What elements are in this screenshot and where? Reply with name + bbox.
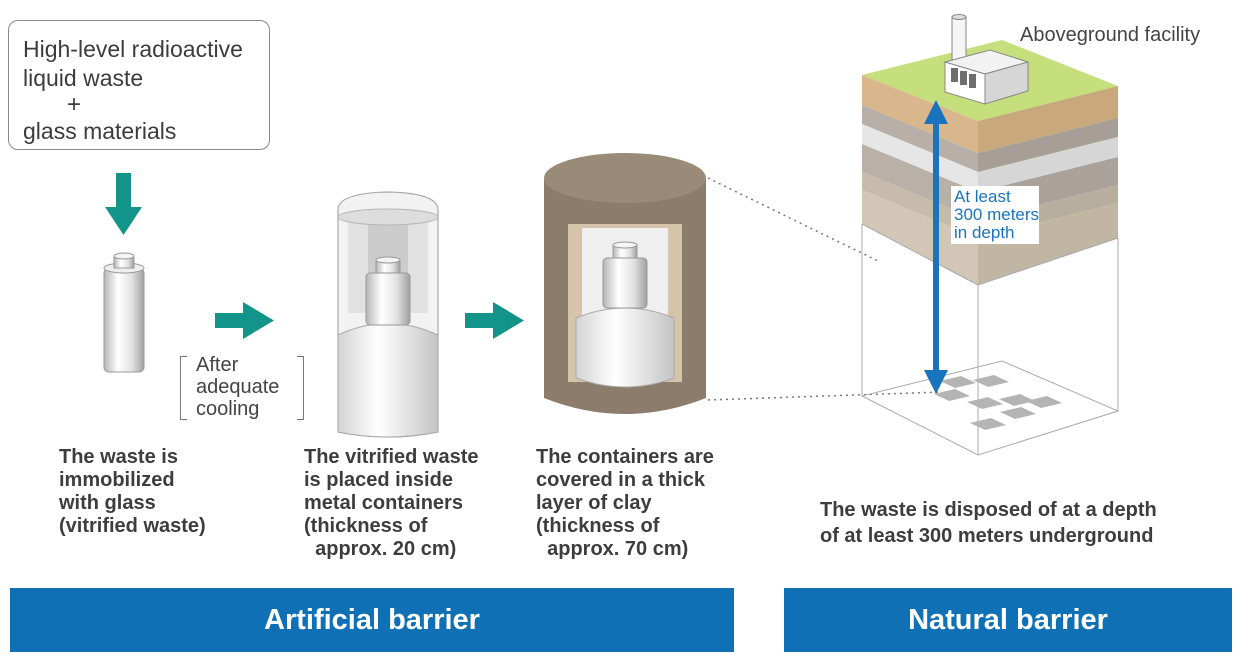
natural-barrier-banner: Natural barrier <box>784 588 1232 652</box>
input-line-1: High-level radioactive <box>23 36 243 62</box>
right-arrow-icon <box>215 302 274 339</box>
zoom-connector-lines <box>707 177 943 401</box>
bracket-left <box>180 356 187 420</box>
caption-metal-container: The vitrified waste is placed inside met… <box>304 446 479 560</box>
cooling-note-text: After adequate cooling <box>196 354 280 420</box>
down-arrow-icon <box>105 173 142 235</box>
caption-clay-layer: The containers are covered in a thick la… <box>536 446 714 560</box>
bracket-right <box>297 356 304 420</box>
caption-disposal-depth: The waste is disposed of at a depth of a… <box>820 499 1157 547</box>
cooling-note: After adequate cooling <box>180 354 304 422</box>
depth-label: At least 300 meters in depth <box>951 186 1039 244</box>
input-materials-box: High-level radioactive liquid waste + gl… <box>8 20 270 150</box>
clay-covered-container <box>544 153 706 414</box>
input-line-3: glass materials <box>23 118 177 144</box>
vitrified-waste-canister <box>103 252 145 373</box>
right-arrow-icon <box>465 302 524 339</box>
aboveground-facility-icon <box>943 14 1030 105</box>
metal-container <box>337 191 439 438</box>
plus-sign: + <box>67 91 82 118</box>
disposal-tunnels <box>934 375 1062 430</box>
input-line-2: liquid waste <box>23 65 144 91</box>
caption-vitrified-waste: The waste is immobilized with glass (vit… <box>59 446 206 537</box>
facility-label: Aboveground facility <box>1020 24 1201 46</box>
artificial-barrier-banner: Artificial barrier <box>10 588 734 652</box>
